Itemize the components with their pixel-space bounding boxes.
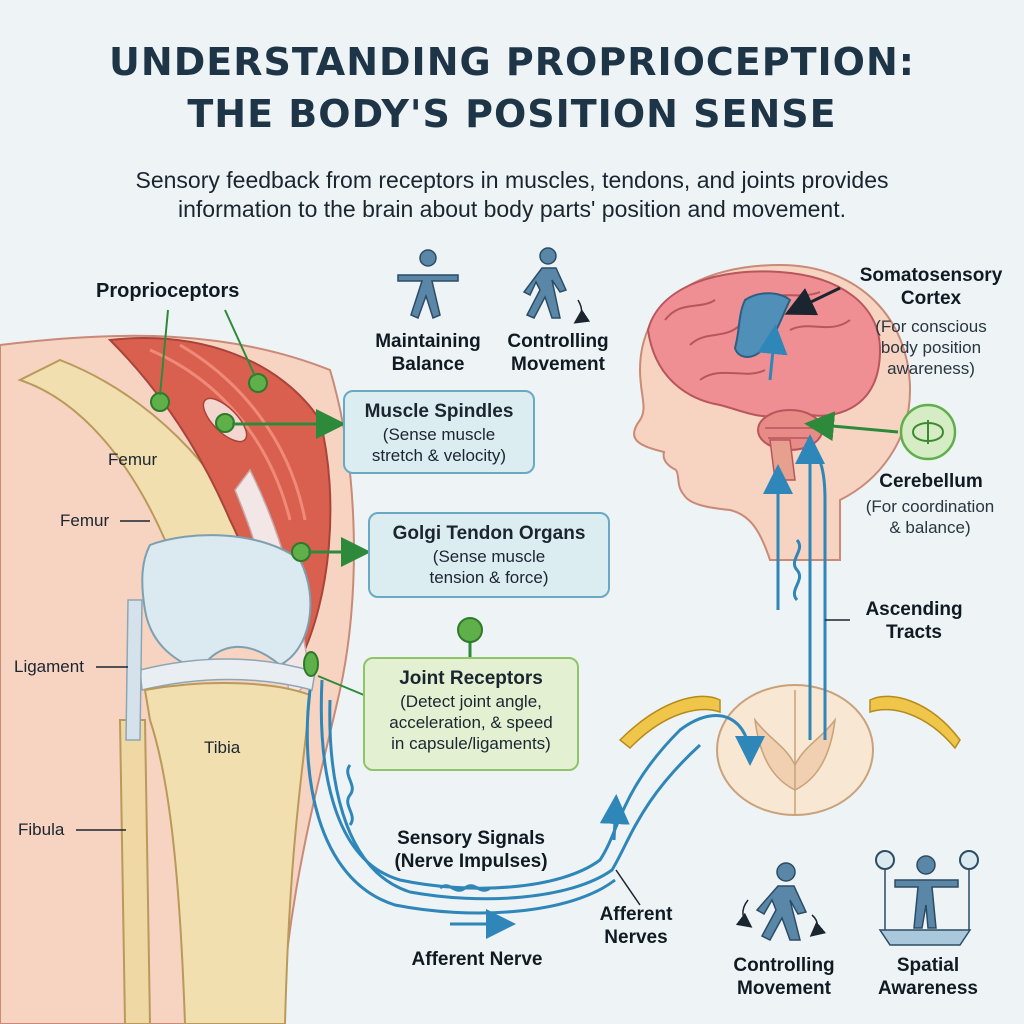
cortex-note: (For conscious body position awareness) bbox=[846, 316, 1016, 379]
movement-top-line-1: Controlling bbox=[507, 331, 609, 352]
ligament-label: Ligament bbox=[14, 657, 84, 676]
joint-receptors-line-3: in capsule/ligaments) bbox=[391, 734, 551, 753]
joint-receptors-line-1: (Detect joint angle, bbox=[400, 692, 542, 711]
tracts-line-2: Tracts bbox=[886, 622, 942, 643]
afferent-nerve-label: Afferent Nerve bbox=[411, 949, 543, 970]
fibula-label: Fibula bbox=[18, 820, 65, 839]
joint-receptors-title: Joint Receptors bbox=[399, 668, 543, 689]
balance-line-1: Maintaining bbox=[375, 331, 481, 352]
golgi-tendon-title: Golgi Tendon Organs bbox=[392, 523, 586, 544]
spinal-cord-illustration bbox=[618, 684, 961, 816]
afferent-nerves-line-2: Nerves bbox=[604, 927, 668, 948]
sensory-signals-label: Sensory Signals (Nerve Impulses) bbox=[378, 827, 564, 873]
muscle-spindles-line-1: (Sense muscle bbox=[382, 425, 496, 444]
receptor-icon bbox=[457, 617, 483, 660]
spatial-line-1: Spatial bbox=[896, 955, 960, 976]
cerebellum-label: Cerebellum bbox=[879, 471, 983, 492]
spatial-awareness-label: Spatial Awareness bbox=[866, 954, 990, 1000]
subtitle: Sensory feedback from receptors in muscl… bbox=[40, 166, 984, 224]
afferent-nerves-line-1: Afferent bbox=[599, 904, 673, 925]
cerebellum-icon bbox=[899, 403, 957, 461]
movement-bottom-line-1: Controlling bbox=[733, 955, 835, 976]
cortex-note-3: awareness) bbox=[887, 359, 975, 378]
spatial-figure-icon bbox=[875, 850, 979, 946]
sensory-line-1: Sensory Signals bbox=[397, 828, 545, 849]
controlling-movement-bottom-label: Controlling Movement bbox=[722, 954, 846, 1000]
proprioceptors-label: Proprioceptors bbox=[96, 280, 240, 302]
title-line-1: UNDERSTANDING PROPRIOCEPTION: bbox=[109, 40, 915, 84]
cortex-line-1: Somatosensory bbox=[859, 265, 1003, 286]
knee-illustration bbox=[0, 309, 377, 1024]
walking-figure-bottom-icon bbox=[735, 862, 827, 941]
maintaining-balance-label: Maintaining Balance bbox=[368, 330, 488, 376]
nerve-pathways bbox=[305, 324, 827, 939]
cortex-line-2: Cortex bbox=[900, 288, 962, 309]
balance-figure-icon bbox=[397, 249, 459, 320]
subtitle-line-1: Sensory feedback from receptors in muscl… bbox=[135, 167, 889, 193]
tibia-label: Tibia bbox=[204, 738, 241, 757]
cerebellum-note-1: (For coordination bbox=[865, 497, 995, 516]
joint-receptors-line-2: acceleration, & speed bbox=[389, 713, 553, 732]
controlling-movement-top-label: Controlling Movement bbox=[500, 330, 616, 376]
muscle-spindles-title: Muscle Spindles bbox=[364, 401, 514, 422]
balance-line-2: Balance bbox=[391, 354, 465, 375]
cerebellum-note: (For coordination & balance) bbox=[840, 496, 1020, 538]
ascending-tracts-label: Ascending Tracts bbox=[846, 598, 982, 644]
movement-top-line-2: Movement bbox=[511, 354, 605, 375]
muscle-spindles-box: Muscle Spindles (Sense muscle stretch & … bbox=[343, 390, 535, 474]
walking-figure-icon bbox=[522, 247, 591, 324]
cerebellum-note-2: & balance) bbox=[889, 518, 971, 537]
movement-bottom-line-2: Movement bbox=[737, 978, 831, 999]
somatosensory-cortex-label: Somatosensory Cortex bbox=[836, 264, 1024, 310]
golgi-tendon-line-1: (Sense muscle bbox=[432, 547, 546, 566]
joint-receptors-box: Joint Receptors (Detect joint angle, acc… bbox=[363, 657, 579, 771]
femur-outer-label: Femur bbox=[60, 511, 110, 530]
golgi-tendon-box: Golgi Tendon Organs (Sense muscle tensio… bbox=[368, 512, 610, 598]
afferent-nerves-label: Afferent Nerves bbox=[590, 903, 682, 949]
muscle-spindles-line-2: stretch & velocity) bbox=[371, 446, 507, 465]
golgi-tendon-line-2: tension & force) bbox=[429, 568, 549, 587]
femur-inner-label: Femur bbox=[108, 450, 158, 469]
tracts-line-1: Ascending bbox=[865, 599, 963, 620]
spatial-line-2: Awareness bbox=[878, 978, 978, 999]
afferent-nerves-pointer bbox=[615, 869, 641, 906]
sensory-line-2: (Nerve Impulses) bbox=[394, 851, 548, 872]
cortex-note-2: body position bbox=[880, 338, 982, 357]
subtitle-line-2: information to the brain about body part… bbox=[178, 196, 846, 222]
cortex-note-1: (For conscious bbox=[875, 317, 987, 336]
title-line-2: THE BODY'S POSITION SENSE bbox=[187, 92, 837, 136]
